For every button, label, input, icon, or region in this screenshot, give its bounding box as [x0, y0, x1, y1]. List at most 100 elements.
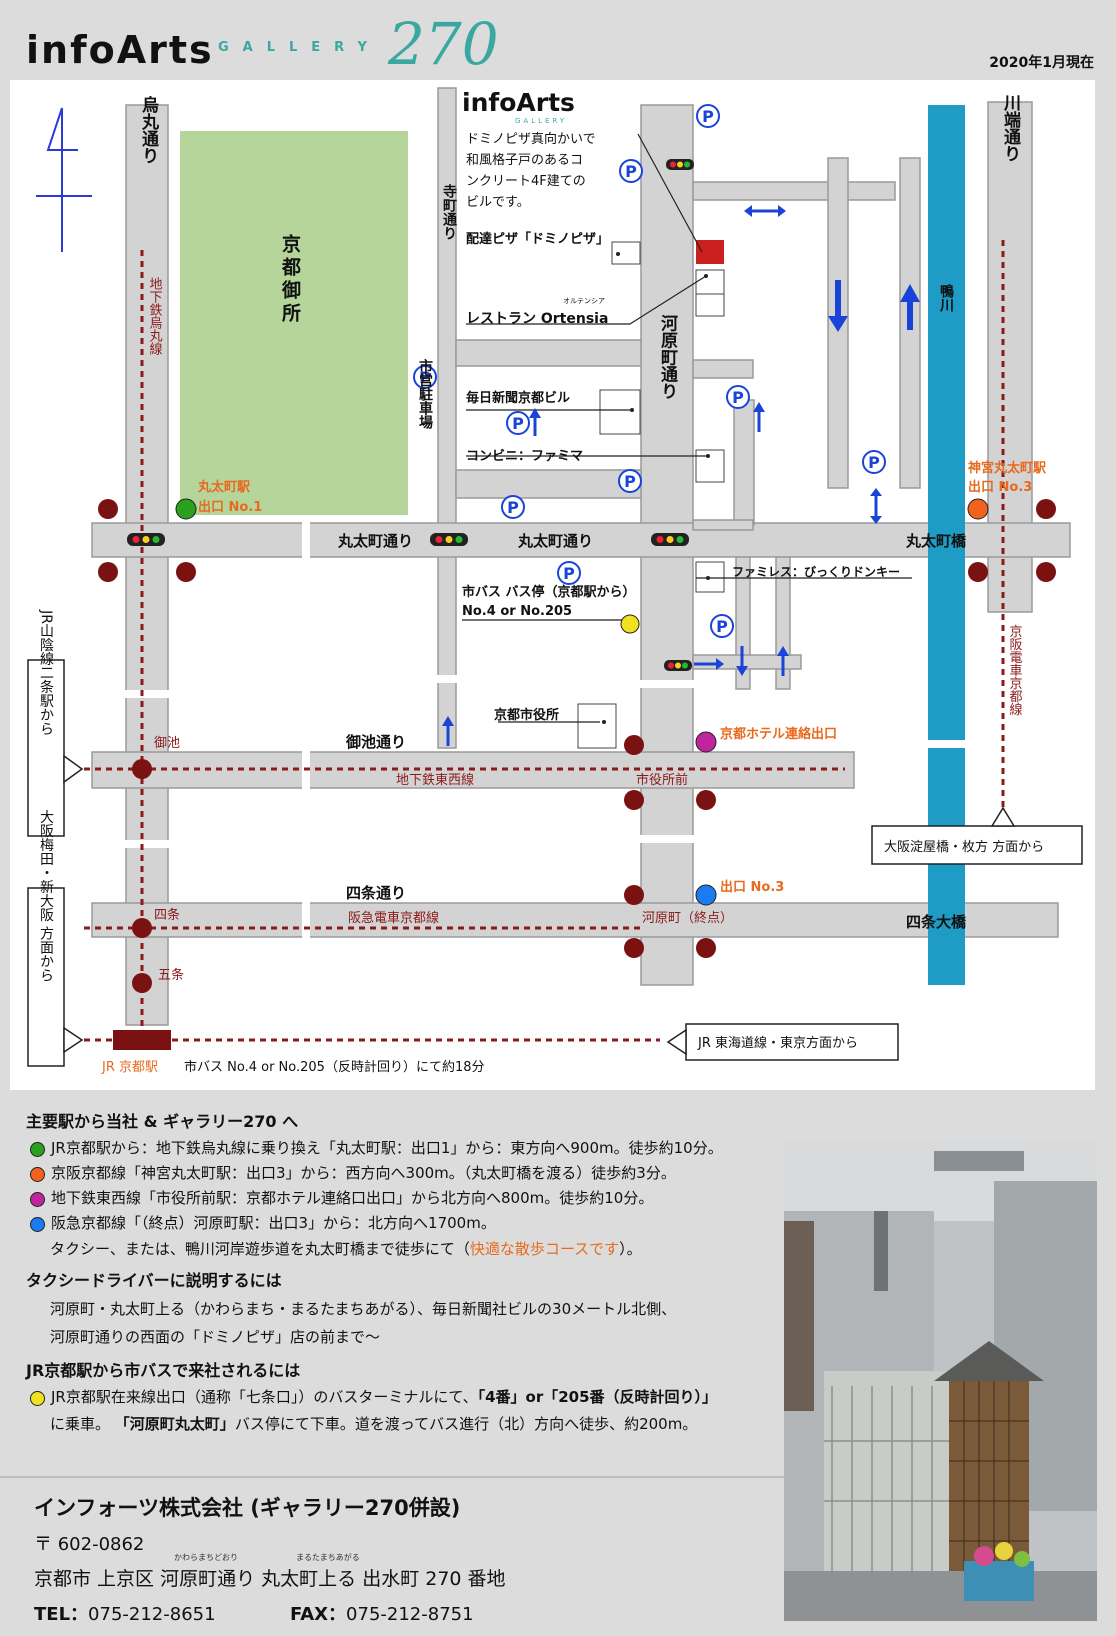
station-marker-icon [132, 973, 152, 993]
bus-instruction: JR京都駅在来線出口（通称「七条口」）のバスターミナルにて、「4番」or「205… [30, 1387, 796, 1408]
buildings [577, 241, 725, 749]
bus-instruction-cont: に乗車。 「河原町丸太町」バス停にて下車。道を渡ってバス進行（北）方向へ徒歩、約… [50, 1412, 796, 1436]
infoarts-logo: infoArts [26, 28, 214, 72]
karasuma-street [125, 104, 169, 1026]
date-label: 2020年1月現在 [989, 55, 1094, 71]
station-marker-icon [1036, 499, 1056, 519]
north-compass-icon [36, 107, 92, 252]
access-map: P P P P P P P P P P infoArts GALLERY ド [10, 80, 1095, 1090]
bus-note: 市バス No.4 or No.205（反時計回り）にて約18分 [184, 1059, 485, 1075]
side-street-4 [455, 339, 642, 367]
bus-number-text: 「4番」or「205番（反時計回り）」 [477, 1388, 718, 1406]
parking-icon: P [726, 385, 750, 409]
oike-street-label: 御池通り [345, 733, 406, 751]
parking-icon: P [506, 411, 530, 435]
station-marker-icon [98, 562, 118, 582]
cont-text: タクシー、または、鴨川河岸遊歩道を丸太町橋まで徒歩にて（ [50, 1240, 470, 1258]
station-marker-icon [624, 790, 644, 810]
postal-code: 〒 602-0862 [34, 1534, 145, 1555]
traffic-light-icon [664, 660, 692, 671]
road-break [640, 680, 694, 688]
street-address: 京都市 上京区 河原町通り 丸太町上る 出水町 270 番地 [34, 1564, 506, 1591]
svg-text:P: P [507, 498, 519, 517]
mainichi-building [599, 389, 641, 435]
svg-text:P: P [732, 388, 744, 407]
yodoyabashi-text: 大阪淀屋橋・枚方 方面から [884, 839, 1044, 855]
parking-icon: P [710, 614, 734, 638]
bus-text: JR京都駅在来線出口（通称「七条口」）のバスターミナルにて、 [51, 1388, 478, 1406]
green-dot-icon [30, 1142, 45, 1157]
telephone: TEL：075-212-8651 [34, 1600, 216, 1626]
address-part: 河原町通り [160, 1568, 256, 1590]
ortensia-ruby: オルテンシア [563, 297, 605, 305]
side-street-6 [692, 359, 754, 379]
address-part: 丸太町上る [261, 1568, 357, 1590]
konbini-building [695, 449, 725, 483]
cont-text: ）。 [619, 1240, 642, 1258]
station-marker-icon [1036, 562, 1056, 582]
marutamachi-exit-label: 出口 No.1 [198, 499, 262, 515]
arrow-up-icon [777, 646, 789, 676]
access-title: 主要駅から当社 & ギャラリー270 へ [26, 1112, 299, 1131]
gojo-station-label: 五条 [158, 967, 184, 983]
fax-number: 075-212-8751 [346, 1604, 474, 1625]
kawaramachi-station-label: 河原町（終点） [642, 910, 733, 926]
karasuma-street-label: 烏丸通り [138, 95, 160, 164]
station-marker-icon [624, 885, 644, 905]
jr-sanin-text: JR山陰線二条駅から [38, 609, 54, 736]
shiyakushomae-label: 市役所前 [636, 772, 688, 788]
kawaramachi-exit-marker [695, 884, 717, 906]
arrow-up-icon [900, 284, 920, 330]
leader-lines [462, 133, 912, 723]
jr-kyoto-label: JR 京都駅 [101, 1060, 158, 1075]
domino-label: 配達ピザ「ドミノピザ」 [466, 231, 609, 247]
karasuma-subway-label: 地下鉄烏丸線 [147, 277, 163, 355]
access-item-text: 阪急京都線「（終点）河原町駅：出口3」から：北方向へ1700m。 [51, 1214, 496, 1232]
address-ruby: まるたまちあがる [296, 1553, 360, 1562]
kawaramachi-exit-label: 出口 No.3 [720, 879, 784, 895]
box-pointer [63, 754, 84, 784]
jingu-exit-label: 出口 No.3 [968, 479, 1032, 495]
arrow-right-icon [694, 658, 724, 670]
station-marker-icon [132, 759, 152, 779]
marutamachi-exit-marker [175, 498, 197, 520]
svg-text:P: P [716, 617, 728, 636]
traffic-light-icon [127, 533, 165, 546]
road-break [125, 690, 169, 698]
side-street-7 [733, 399, 755, 526]
road-break [927, 740, 966, 748]
ortensia-label: レストラン Ortensia [466, 311, 608, 327]
road-break [302, 902, 310, 938]
marker-dot [704, 274, 708, 278]
jingu-station-label: 神宮丸太町駅 [968, 460, 1047, 476]
tozai-label: 地下鉄東西線 [396, 772, 474, 788]
walk-course-highlight: 快適な散歩コースです [469, 1240, 620, 1258]
road-break [302, 522, 310, 558]
domino-building [611, 241, 641, 265]
marutamachi-street-label: 丸太町通り [337, 532, 413, 550]
traffic-light-icon [666, 159, 694, 170]
orange-dot-icon [30, 1167, 45, 1182]
arrow-both-icon [744, 205, 786, 217]
kyoto-gosho-park [180, 131, 408, 515]
kawabata-street-label: 川端通り [1000, 94, 1022, 162]
station-marker-icon [624, 735, 644, 755]
yodoyabashi-box [871, 825, 1083, 865]
station-marker-icon [624, 938, 644, 958]
marker-dot [706, 454, 710, 458]
city-hall-label: 京都市役所 [494, 707, 559, 723]
kamogawa-label: 鴨川 [938, 283, 955, 312]
yellow-dot-icon [30, 1391, 45, 1406]
traffic-light-icon [430, 533, 468, 546]
box-pointer [666, 1028, 687, 1056]
access-item-text: 地下鉄東西線「市役所前駅：京都ホテル連絡口出口」から北方向へ800m。徒歩約10… [51, 1189, 654, 1207]
station-markers [98, 499, 1056, 993]
parking-icon: P [862, 450, 886, 474]
city-hall-building [577, 703, 617, 749]
jr-sanin-box [27, 659, 65, 837]
gallery-logo-text: GALLERY [218, 40, 381, 55]
parking-icon: P [619, 159, 643, 183]
hotel-exit-label: 京都ホテル連絡出口 [720, 726, 837, 742]
origin-boxes [27, 659, 1083, 1067]
parking-label: 市営駐車場 [417, 358, 433, 430]
